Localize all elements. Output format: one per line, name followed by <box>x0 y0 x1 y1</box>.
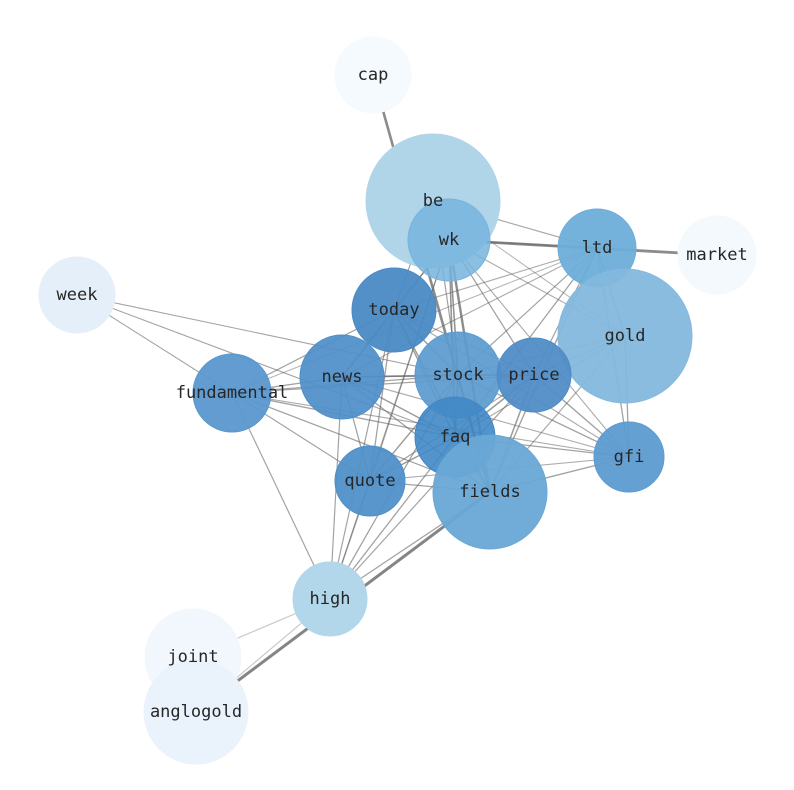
graph-node-high[interactable] <box>292 561 368 637</box>
graph-node-week[interactable] <box>38 256 116 334</box>
graph-node-fundamental[interactable] <box>192 353 272 433</box>
graph-node-quote[interactable] <box>334 445 406 517</box>
graph-node-gold[interactable] <box>557 268 693 404</box>
graph-node-price[interactable] <box>496 337 572 413</box>
graph-node-market[interactable] <box>677 215 757 295</box>
graph-node-gfi[interactable] <box>593 421 665 493</box>
node-layer <box>38 36 757 765</box>
graph-node-fields[interactable] <box>432 434 548 550</box>
graph-node-news[interactable] <box>299 334 385 420</box>
graph-node-anglogold[interactable] <box>143 659 249 765</box>
graph-node-today[interactable] <box>351 267 437 353</box>
graph-node-cap[interactable] <box>334 36 412 114</box>
graph-edge <box>76 294 459 376</box>
graph-edge <box>76 294 456 438</box>
graph-node-wk[interactable] <box>407 198 491 282</box>
